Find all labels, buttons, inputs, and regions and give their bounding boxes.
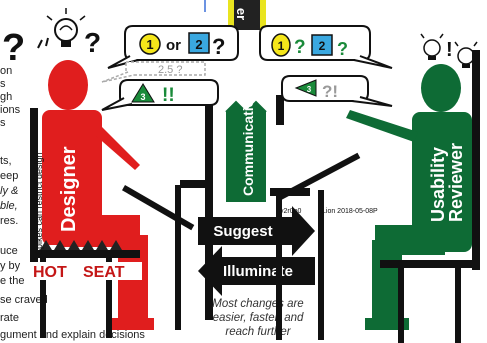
- or-word: or: [166, 37, 181, 54]
- seat-label: SEAT: [83, 264, 125, 281]
- lightbulb-icon: [47, 8, 85, 47]
- reviewer-label-1: Usability: [428, 147, 448, 222]
- communication-column: Communication: [226, 90, 266, 202]
- big-question-icon: ?: [2, 27, 25, 69]
- unsure-marks: ?!: [322, 82, 338, 101]
- caption-line: Most changes are: [212, 298, 303, 310]
- credit-text: Lion 2018-05-08P: [322, 208, 378, 215]
- designer-label: Designer: [58, 146, 80, 232]
- illuminate-arrow: Illuminate: [198, 246, 315, 296]
- question-mark: ?: [294, 37, 306, 58]
- designer-bubble-low: 3 !!: [102, 80, 218, 110]
- option-1-badge: 1: [146, 37, 153, 52]
- illuminate-label: Illuminate: [223, 263, 293, 280]
- reviewer-bubble-top: 1 ? 2 ?: [260, 26, 392, 68]
- caption: Most changes are easier, faster, and rea…: [212, 298, 304, 338]
- exclaim-marks: !!: [162, 85, 175, 106]
- hot-seat-label: HOT SEAT: [30, 262, 142, 281]
- option-2-badge: 2: [195, 37, 202, 52]
- suggest-label: Suggest: [213, 223, 272, 240]
- option-3-badge: 3: [307, 85, 312, 94]
- question-mark: ?: [337, 39, 348, 59]
- option-3-badge: 3: [140, 92, 145, 102]
- designer-side-note: Spikes can restrict design: [34, 152, 44, 255]
- question-mark: ?: [212, 34, 225, 59]
- designer-thought-icons: ? ?: [2, 8, 101, 69]
- reviewer-label-2: Reviewer: [446, 143, 466, 222]
- suggest-arrow: Suggest: [198, 206, 315, 256]
- option-2-badge: 2: [319, 39, 326, 53]
- reviewer-thought-icons: !: [421, 34, 477, 68]
- hot-label: HOT: [33, 264, 67, 281]
- communication-label: Communication: [240, 90, 256, 196]
- question-icon: ?: [84, 27, 101, 58]
- banner-text: er: [234, 8, 249, 20]
- lightbulb-icon: [421, 34, 443, 60]
- caption-line: easier, faster, and: [213, 312, 304, 324]
- exclaim-icon: !: [446, 39, 453, 61]
- reviewer-bubble-low: 3 ?!: [282, 76, 392, 106]
- option-1-badge: 1: [278, 39, 285, 53]
- option-2.5-text: 2.5 ?: [158, 64, 182, 76]
